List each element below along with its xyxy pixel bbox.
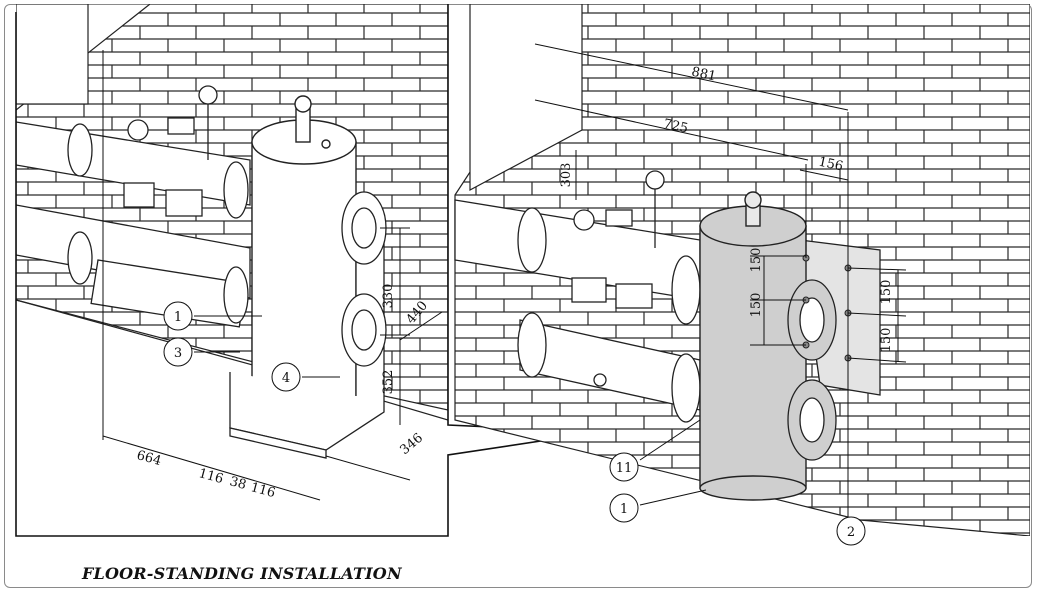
right-dimension-labels: 881 725 156 303 150 150 150 150 — [559, 65, 894, 353]
tank-left — [251, 95, 357, 423]
dim-116-b: 116 — [249, 480, 277, 501]
dim-346: 346 — [397, 431, 426, 458]
dimension-lines-left — [102, 50, 443, 501]
dim-38: 38 — [228, 474, 248, 493]
callout-1-left: 1 — [174, 310, 182, 325]
dim-150-left-2: 150 — [749, 293, 764, 318]
dim-150-left-1: 150 — [749, 248, 764, 273]
pipes-left — [16, 85, 251, 328]
flanges-left — [341, 191, 387, 367]
dim-881: 881 — [690, 65, 717, 85]
callout-3-left: 3 — [174, 346, 182, 361]
dim-352: 352 — [381, 370, 396, 395]
inset-border — [15, 4, 601, 537]
callout-1-right: 1 — [620, 502, 628, 517]
left-callouts: 1 3 4 — [163, 301, 340, 392]
left-view — [16, 4, 448, 501]
dim-156: 156 — [817, 155, 844, 175]
dim-116-a: 116 — [197, 466, 225, 487]
boiler-unit — [16, 4, 89, 105]
callout-11-right: 11 — [616, 461, 633, 476]
dimension-lines-right — [534, 43, 907, 520]
tank-right — [699, 191, 807, 501]
right-view — [454, 4, 1030, 536]
dim-150-right-1: 150 — [879, 280, 894, 305]
pipes-right — [454, 170, 701, 423]
callout-2-right: 2 — [847, 525, 855, 540]
boiler-unit-right — [469, 4, 583, 192]
callout-4-left: 4 — [282, 371, 290, 386]
left-dimension-labels: 330 440 352 346 664 116 38 116 — [135, 284, 431, 501]
right-callouts: 11 1 2 — [609, 419, 866, 546]
dim-330: 330 — [381, 284, 396, 309]
dim-150-right-2: 150 — [879, 328, 894, 353]
dim-303: 303 — [559, 163, 574, 188]
figure-caption: FLOOR-STANDING INSTALLATION — [82, 564, 402, 583]
dim-725: 725 — [662, 117, 689, 137]
dim-664: 664 — [135, 448, 163, 469]
